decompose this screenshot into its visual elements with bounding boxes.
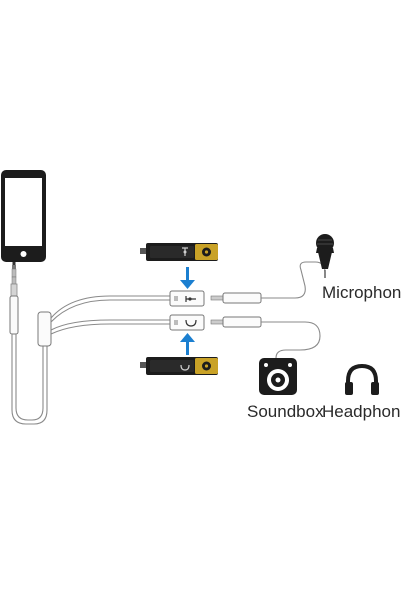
arrow-up-icon [180,333,195,355]
mic-plug [210,292,295,304]
splitter-cable-icon [11,295,170,425]
adapter-jack-icon-lower [140,357,218,375]
lower-cable-socket [169,314,205,331]
upper-cable-socket [169,290,205,307]
soundbox-label: Soundbox [247,402,324,421]
arrow-down-icon [180,267,195,289]
trrs-plug-icon [9,262,19,335]
headphone-icon [345,363,379,395]
smartphone-icon [1,170,46,262]
adapter-jack-icon [140,243,218,261]
headphone-label: Headphone [322,402,401,421]
microphone-cable [294,261,326,299]
microphone-label: Microphone [322,283,401,302]
speaker-icon [259,358,297,395]
microphone-icon [316,234,334,278]
speaker-plug [210,316,305,328]
speaker-cable [275,321,321,359]
